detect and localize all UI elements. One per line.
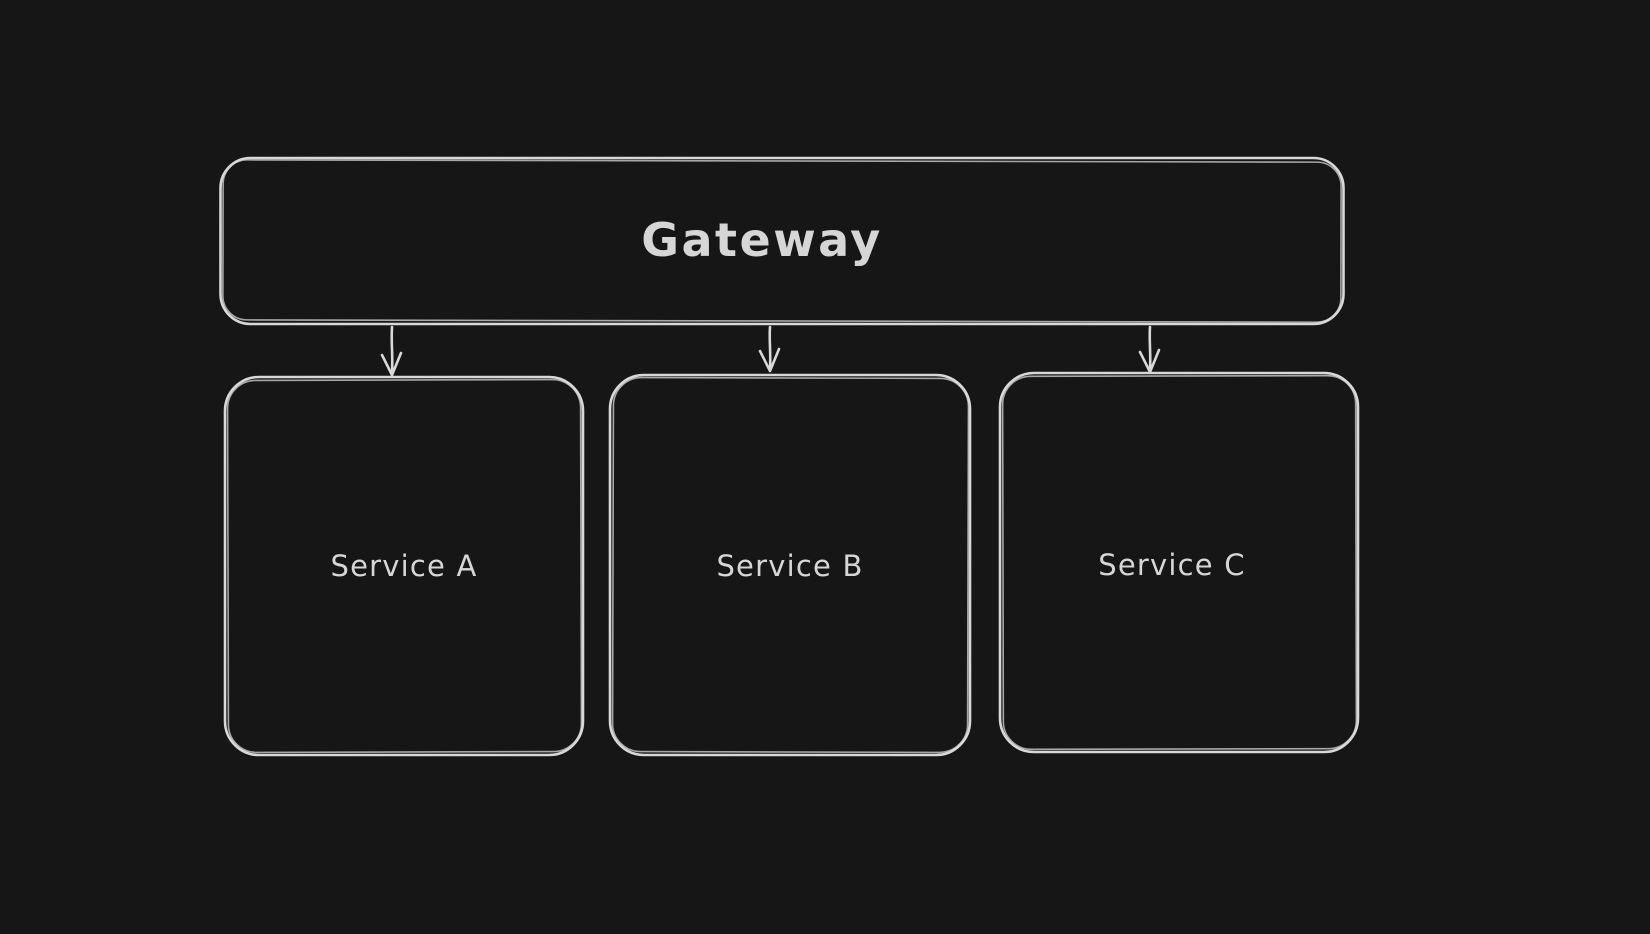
arrowhead-down-icon — [758, 347, 781, 373]
node-service-a-label: Service A — [330, 549, 477, 583]
node-service-a[interactable]: Service A — [223, 375, 585, 757]
arrow-shaft — [768, 325, 772, 370]
arrow-shaft — [1148, 325, 1152, 371]
node-service-b-box-sketch-overlay — [611, 376, 970, 754]
node-gateway[interactable]: Gateway — [219, 156, 1345, 326]
node-service-a-box-sketch-overlay — [226, 378, 583, 754]
node-service-b[interactable]: Service B — [608, 373, 972, 757]
node-service-b-label: Service B — [716, 549, 863, 583]
node-gateway-label: Gateway — [641, 213, 883, 267]
node-service-c-label: Service C — [1098, 548, 1245, 582]
arrow-gateway-to-service-b[interactable] — [758, 325, 781, 373]
node-service-c[interactable]: Service C — [998, 371, 1360, 754]
node-gateway-box-sketch-overlay — [222, 159, 1342, 323]
node-service-c-box — [998, 371, 1360, 754]
arrow-gateway-to-service-a[interactable] — [380, 325, 403, 377]
node-gateway-box — [219, 156, 1345, 326]
arrow-shaft — [390, 325, 394, 373]
arrow-gateway-to-service-c[interactable] — [1138, 325, 1161, 374]
node-service-b-box — [608, 373, 972, 757]
node-service-a-box — [223, 375, 585, 757]
arrowhead-down-icon — [380, 351, 403, 377]
node-service-c-box-sketch-overlay — [1001, 374, 1358, 751]
